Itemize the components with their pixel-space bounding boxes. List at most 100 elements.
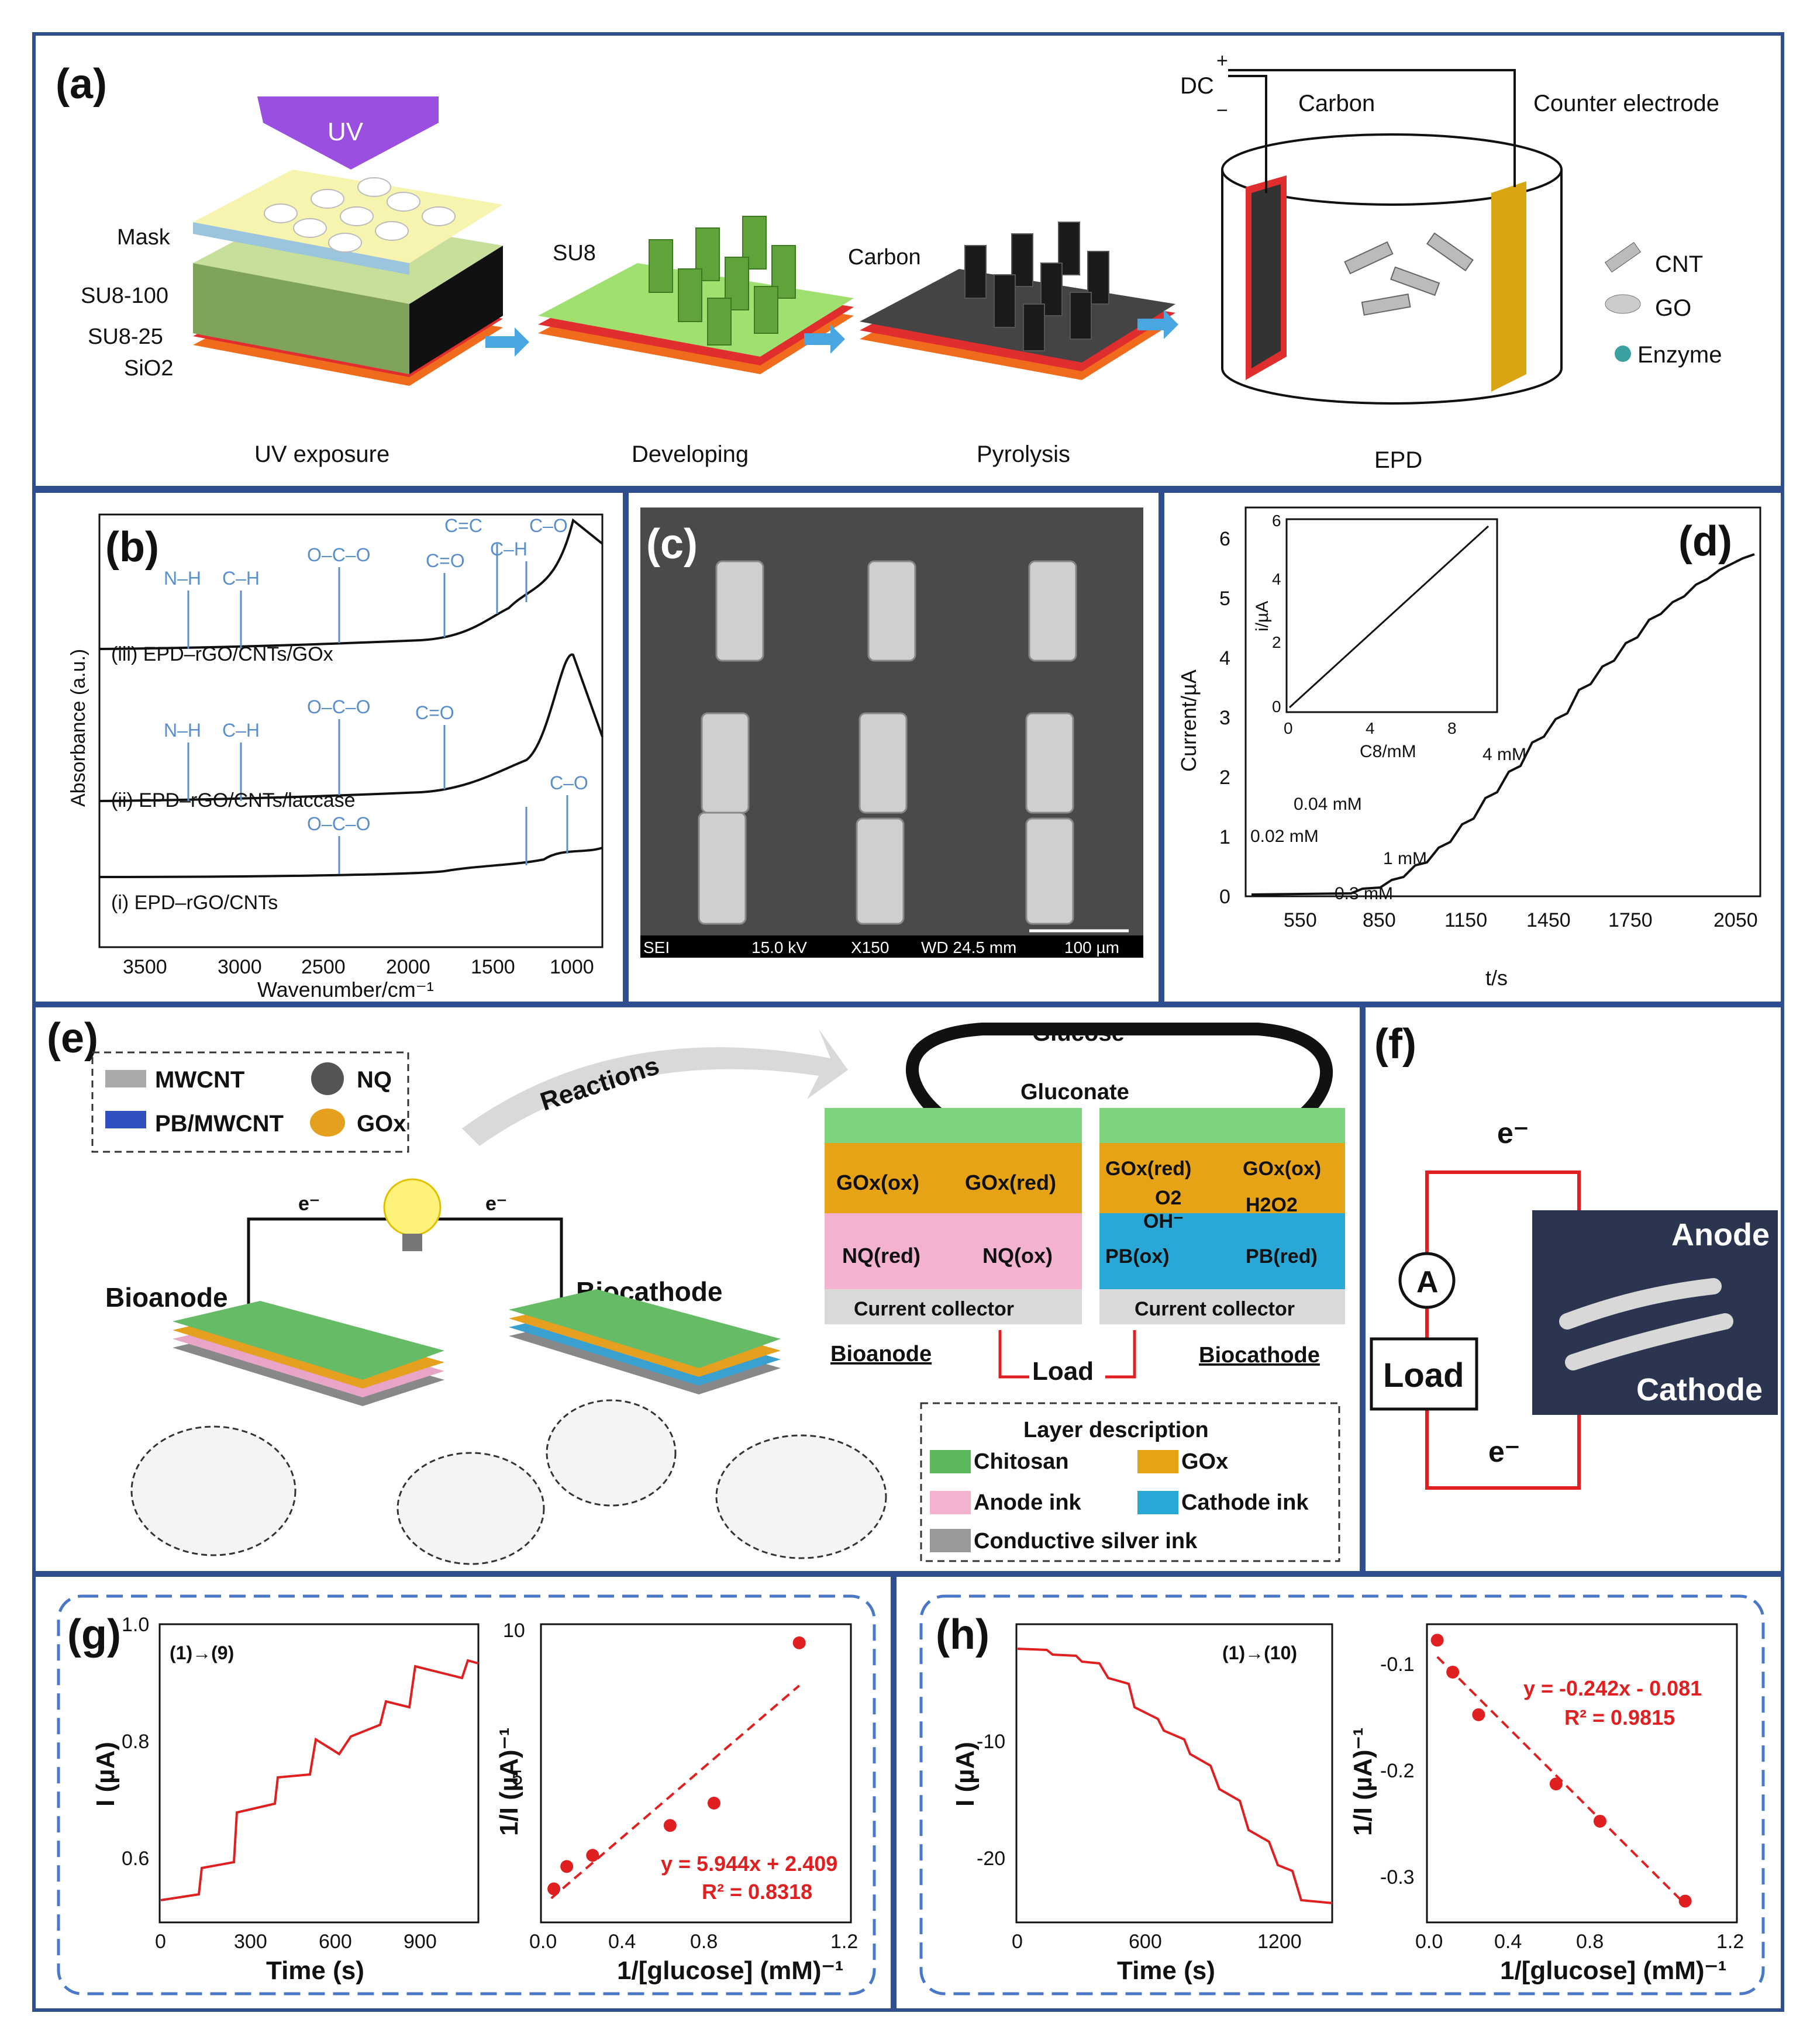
g-fit-r2: R² = 0.8318 <box>702 1880 812 1904</box>
d-ytick: 0 <box>1219 886 1230 908</box>
panel-d-ylabel: Current/µA <box>1177 669 1201 772</box>
zoom-circles <box>130 1399 887 1565</box>
peak-nh: N–H <box>164 568 201 589</box>
step-arrow-1 <box>485 327 529 357</box>
h-right-xtick: 0.8 <box>1576 1931 1604 1953</box>
trace-ii <box>99 653 604 802</box>
panel-e-label: (e) <box>47 1015 98 1062</box>
g-right-xtick: 0.0 <box>529 1931 557 1953</box>
h-left-xtick: 0 <box>1012 1931 1023 1953</box>
panel-b-xlabel: Wavenumber/cm⁻¹ <box>257 978 434 1002</box>
h-left-xtick: 600 <box>1129 1931 1162 1953</box>
scheme-bioanode: Bioanode <box>830 1342 932 1366</box>
panel-g: (g) (1)→(9) 1.0 0.8 0.6 0 300 600 900 Ti… <box>57 1594 876 1995</box>
layer-gox: GOx <box>1181 1449 1228 1474</box>
uv-arrow <box>257 96 439 170</box>
panel-f: (f) Anode Cathode A Load e⁻ e⁻ <box>1370 1021 1778 1490</box>
sem-scale: 100 µm <box>1064 938 1119 957</box>
sem-info: SEI 15.0 kV X150 WD 24.5 mm 100 µm <box>643 938 1119 957</box>
inset-xtick: 0 <box>1284 719 1293 737</box>
pyrolysis-stack <box>860 222 1175 380</box>
d-xtick: 1750 <box>1608 909 1653 931</box>
uv-text: UV <box>327 118 364 146</box>
pb-mwcnt-icon <box>105 1111 146 1128</box>
g-data-point <box>586 1849 599 1862</box>
panel-h-frame <box>893 1573 1784 2012</box>
sem-infobar <box>640 935 1143 958</box>
counter-electrode-label: Counter electrode <box>1533 91 1719 116</box>
panel-c: SEI 15.0 kV X150 WD 24.5 mm 100 µm (c) <box>640 507 1143 958</box>
cathode-oh: OH⁻ <box>1143 1210 1184 1232</box>
h-left-ytick: -20 <box>977 1848 1005 1870</box>
peak-oco: O–C–O <box>307 544 370 565</box>
reactions-arrow <box>462 1029 848 1146</box>
panel-c-label: (c) <box>646 521 698 568</box>
glucose-cycle-arrow <box>906 1023 1333 1119</box>
panel-d-xlabel: t/s <box>1485 966 1508 990</box>
dc-label: DC <box>1180 73 1214 99</box>
panel-h-dashed-box <box>919 1594 1765 1995</box>
peak-ch-ii: C–H <box>222 720 260 741</box>
bioanode-title: Bioanode <box>105 1282 228 1313</box>
legend-cnt: CNT <box>1655 251 1703 277</box>
layer-mask-label: Mask <box>117 225 171 250</box>
peak-ch: C–H <box>222 568 260 589</box>
g-left-plot-area <box>158 1623 480 1924</box>
panel-d-frame <box>1161 489 1784 1005</box>
d-ytick: 1 <box>1219 826 1230 848</box>
layer-cathode-ink: Cathode ink <box>1181 1490 1309 1515</box>
h-data-point <box>1446 1665 1460 1679</box>
photo-cathode-label: Cathode <box>1636 1372 1763 1407</box>
d-annotation: 4 mM <box>1482 745 1526 764</box>
inset-xlabel: C8/mM <box>1360 742 1416 761</box>
developing-stack <box>538 216 854 374</box>
cnt-icon <box>1604 241 1642 273</box>
g-data-point <box>547 1882 561 1895</box>
biocathode-stack <box>1099 1108 1345 1324</box>
mwcnt-icon <box>105 1070 146 1087</box>
dc-plus: + <box>1216 50 1228 72</box>
g-right-ytick: 5 <box>512 1767 523 1789</box>
d-xtick: 1150 <box>1444 909 1487 931</box>
g-data-point <box>792 1636 806 1649</box>
b-xtick: 2000 <box>386 956 430 978</box>
h-data-point <box>1430 1634 1444 1647</box>
h-current-trace <box>1017 1648 1333 1904</box>
layer-su8-25-label: SU8-25 <box>88 324 163 349</box>
cathode-pb-ox: PB(ox) <box>1105 1245 1170 1268</box>
amperometry-trace <box>1251 553 1755 896</box>
peak-oco-i: O–C–O <box>307 813 370 834</box>
anode-gox-ox: GOx(ox) <box>836 1171 919 1194</box>
d-ytick: 4 <box>1219 647 1230 669</box>
trace-i <box>99 847 603 878</box>
g-right-xtick: 0.8 <box>690 1931 718 1953</box>
ftir-plot-area <box>98 513 604 948</box>
g-range-label: (1)→(9) <box>170 1642 234 1663</box>
h-left-plot-area <box>1015 1623 1333 1924</box>
load-wire-left <box>998 1330 1029 1379</box>
nq-icon <box>311 1062 344 1095</box>
h-scatter-marks <box>1430 1634 1692 1908</box>
step-arrow-3 <box>1137 310 1178 339</box>
g-right-xtick: 1.2 <box>830 1931 858 1953</box>
d-annotation: 0.02 mM <box>1250 827 1319 846</box>
chitosan-swatch <box>930 1450 971 1473</box>
g-data-point <box>560 1860 574 1873</box>
d-ytick: 3 <box>1219 707 1230 729</box>
inset-ytick: 2 <box>1272 633 1281 651</box>
panel-g-dashed-box <box>57 1594 876 1995</box>
h-right-xlabel: 1/[glucose] (mM)⁻¹ <box>1500 1956 1726 1985</box>
panel-b: (b) N–H C–H O–C–O C=O C=C C–H C–O N–H C–… <box>67 513 604 1002</box>
panel-d-xticks: 550 850 1150 1450 1750 2050 <box>1284 909 1758 931</box>
panel-h: (h) (1)→(10) -10 -20 0 600 1200 Time (s)… <box>919 1594 1765 1995</box>
panel-d-yticks: 0 1 2 3 4 5 6 <box>1219 528 1230 908</box>
peak-co: C–O <box>529 515 568 536</box>
anode-gox-red: GOx(red) <box>965 1171 1056 1194</box>
legend-enzyme: Enzyme <box>1637 342 1722 368</box>
d-ytick: 6 <box>1219 528 1230 550</box>
inset-ytick: 4 <box>1272 570 1281 588</box>
cathode-gox-red: GOx(red) <box>1105 1158 1191 1180</box>
h-data-point <box>1593 1814 1606 1828</box>
panel-c-frame <box>625 489 1162 1005</box>
peak-ch-2: C–H <box>490 538 527 560</box>
